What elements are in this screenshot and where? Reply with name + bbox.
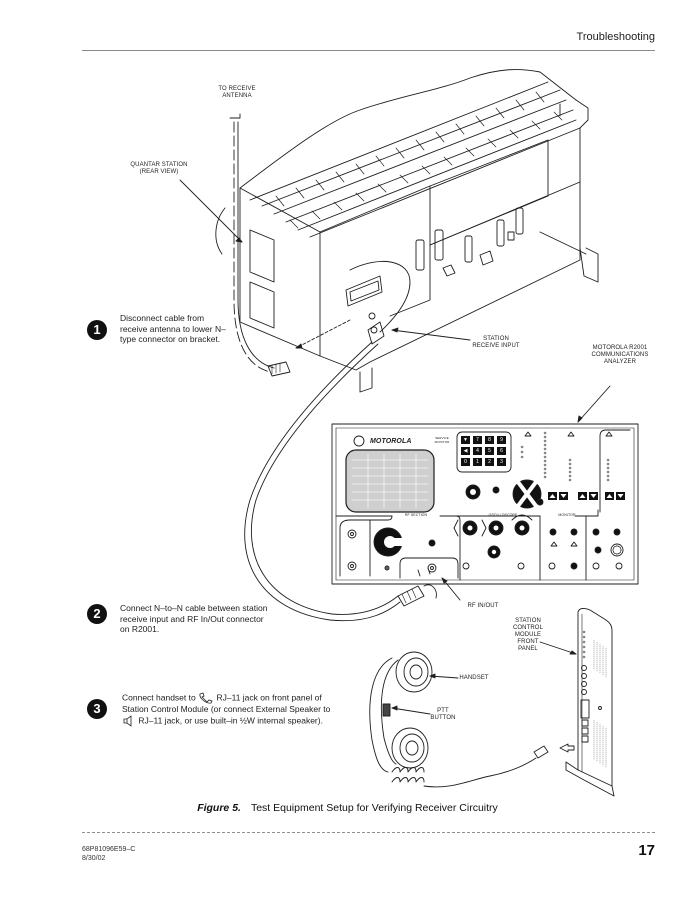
- keypad-key: 6: [497, 447, 506, 455]
- analyzer-model-text: SERVICE MONITOR: [434, 436, 450, 444]
- keypad-key: 0: [461, 458, 470, 466]
- analyzer-label: MOTOROLA R2001 COMMUNICATIONS ANALYZER: [591, 345, 649, 365]
- footer-doc-info: 68P81096E59–C 8/30/02: [82, 845, 135, 863]
- step-2-badge: 2: [87, 604, 107, 624]
- rf-section-label: RF SECTION: [404, 513, 428, 517]
- r2001-analyzer-drawing: [331, 385, 639, 601]
- keypad-key: 2: [485, 458, 494, 466]
- figure-title: Test Equipment Setup for Verifying Recei…: [250, 802, 498, 814]
- keypad-key: 1: [473, 458, 482, 466]
- step-3-text: Connect handset to RJ–11 jack on front p…: [122, 692, 342, 727]
- step-2-text: Connect N–to–N cable between station rec…: [120, 603, 268, 634]
- keypad-key: ◀: [461, 447, 470, 455]
- step-3-text-b: RJ–11 jack on front panel of Station Con…: [122, 692, 331, 714]
- control-module-drawing: [539, 607, 615, 797]
- speaker-icon: [123, 714, 132, 727]
- step-3-badge: 3: [87, 699, 107, 719]
- monitor-section-label: MONITOR: [558, 513, 576, 517]
- control-module-label: STATION CONTROL MODULE FRONT PANEL: [512, 618, 544, 652]
- handset-label: HANDSET: [459, 675, 489, 681]
- keypad-key: 4: [473, 447, 482, 455]
- station-label: QUANTAR STATION (REAR VIEW): [130, 162, 188, 175]
- keypad-key: 8: [485, 436, 494, 444]
- page-number: 17: [638, 842, 655, 859]
- step-3-text-a: Connect handset to: [122, 692, 196, 703]
- analyzer-keypad: ▼ 7 8 9 ◀ 4 5 6 0 1 2 3: [461, 436, 509, 466]
- doc-date: 8/30/02: [82, 855, 106, 862]
- footer-divider: [82, 832, 655, 833]
- keypad-key: 9: [497, 436, 506, 444]
- rf-inout-label: RF IN/OUT: [467, 603, 499, 609]
- n-to-n-cable-drawing: [244, 341, 437, 622]
- section-title: Troubleshooting: [576, 31, 655, 43]
- keypad-key: 5: [485, 447, 494, 455]
- step-3-text-c: RJ–11 jack, or use built–in ½W internal …: [138, 714, 323, 725]
- antenna-label: TO RECEIVE ANTENNA: [218, 86, 256, 99]
- quantar-station-drawing: [179, 69, 599, 393]
- receive-input-label: STATION RECEIVE INPUT: [472, 336, 520, 349]
- step-1-badge: 1: [87, 320, 107, 340]
- keypad-key: 3: [497, 458, 506, 466]
- ptt-button-label: PTT BUTTON: [430, 708, 456, 721]
- oscilloscope-section-label: OSCILLOSCOPE: [488, 513, 518, 517]
- handset-drawing: [369, 651, 549, 788]
- figure-number: Figure 5.: [197, 802, 241, 814]
- keypad-key: ▼: [461, 436, 470, 444]
- figure-caption: Figure 5. Test Equipment Setup for Verify…: [0, 802, 695, 814]
- handset-icon: [199, 692, 213, 704]
- keypad-key: 7: [473, 436, 482, 444]
- analyzer-brand: MOTOROLA: [370, 438, 412, 445]
- step-1-text: Disconnect cable from receive antenna to…: [120, 313, 226, 344]
- doc-number: 68P81096E59–C: [82, 846, 136, 853]
- header-divider: [82, 50, 655, 51]
